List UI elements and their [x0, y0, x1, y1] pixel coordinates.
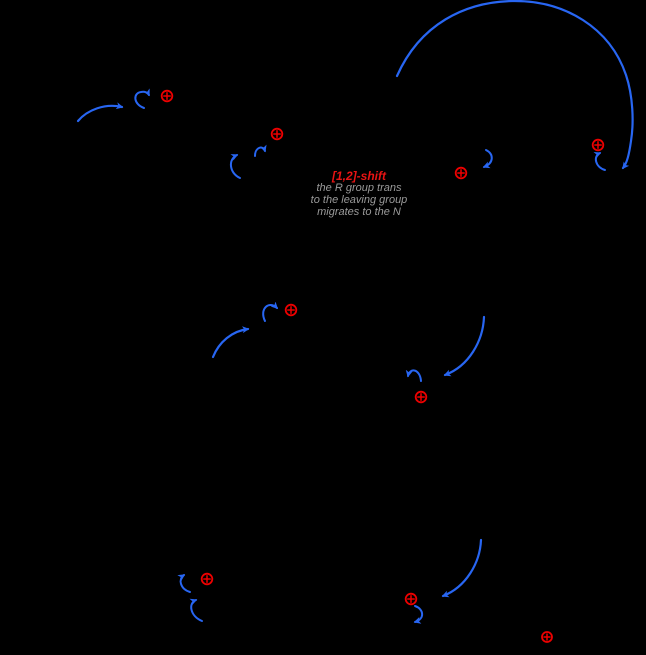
migration-arc-arrow-icon	[395, 0, 634, 170]
curly-arrow-icon	[482, 149, 493, 169]
plus-charge-icon	[404, 592, 418, 606]
curly-arrow-icon	[593, 151, 606, 171]
curly-arrow-icon	[134, 88, 150, 109]
plus-charge-icon	[160, 89, 174, 103]
curly-arrow-icon	[405, 369, 422, 382]
curly-arrow-icon	[189, 598, 203, 622]
plus-charge-icon	[270, 127, 284, 141]
plus-charge-icon	[414, 390, 428, 404]
curly-arrow-icon	[177, 574, 191, 593]
curly-arrow-icon	[262, 301, 278, 322]
curly-arrow-icon	[413, 605, 424, 624]
curved-arrow-icon	[211, 326, 250, 359]
curved-arrow-icon	[443, 315, 486, 377]
plus-charge-icon	[541, 631, 553, 643]
plus-charge-icon	[591, 138, 605, 152]
curved-arrow-icon	[441, 538, 483, 598]
curly-arrow-icon	[230, 154, 241, 179]
plus-charge-icon	[200, 572, 214, 586]
curly-arrow-icon	[254, 144, 267, 157]
curved-arrow-icon	[76, 102, 124, 123]
plus-charge-icon	[454, 166, 468, 180]
plus-charge-icon	[284, 303, 298, 317]
